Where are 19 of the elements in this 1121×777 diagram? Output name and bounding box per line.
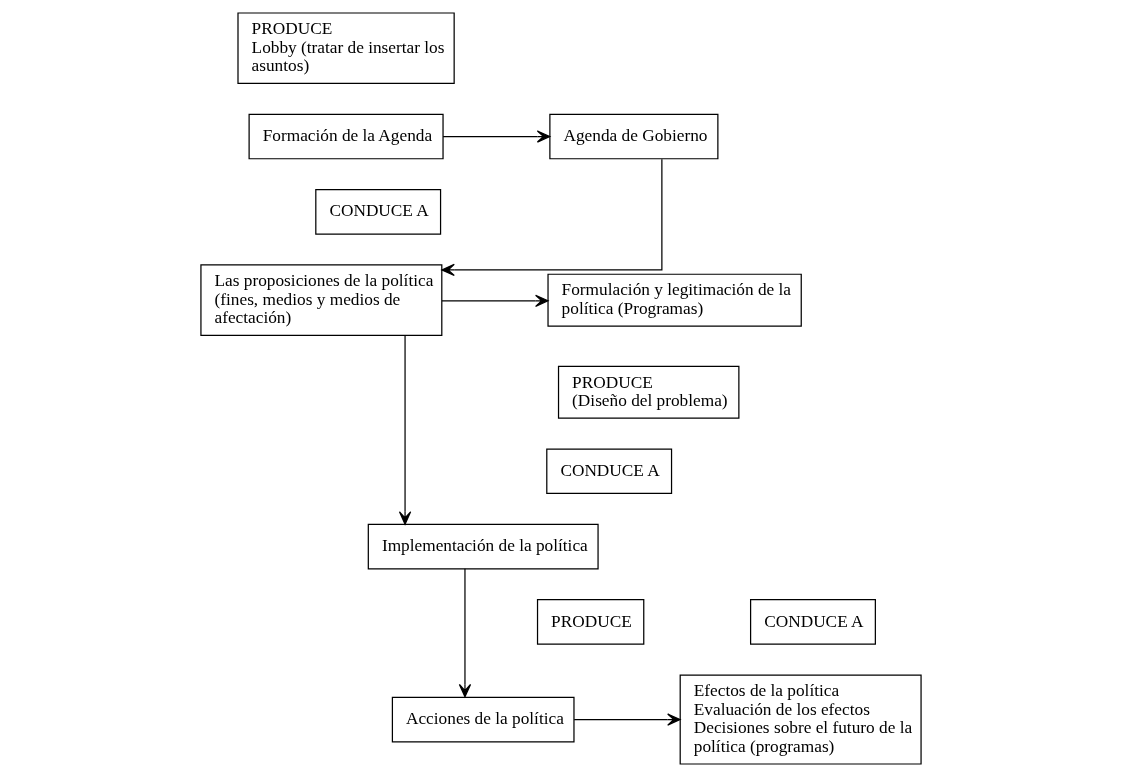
arrow [573,713,681,726]
arrow [442,130,550,143]
arrow [398,334,411,525]
node-box: Implementación de la política [367,523,599,570]
node-box: PRODUCE [536,599,644,645]
node-box: PRODUCE (Diseño del problema) [557,365,739,419]
node-box: CONDUCE A [545,448,672,495]
node-box: CONDUCE A [314,189,441,235]
node-box: Formación de la Agenda [248,113,444,160]
node-box: Las proposiciones de la política (fines, medios y medios de afectación) [199,264,442,336]
node-box: PRODUCE Lobby (tratar de insertar los asuntos) [236,12,455,85]
node-box: Agenda de Gobierno [548,113,718,160]
arrow [440,294,549,307]
arrow [440,158,662,277]
node-box: Efectos de la política Evaluación de los efectos Decisiones sobre el futuro de la política (programas) [679,674,922,765]
node-box: CONDUCE A [749,599,876,645]
arrow [458,568,471,698]
node-box: Formulación y legitimación de la política (Programas) [546,273,802,327]
node-box: Acciones de la política [391,696,575,743]
